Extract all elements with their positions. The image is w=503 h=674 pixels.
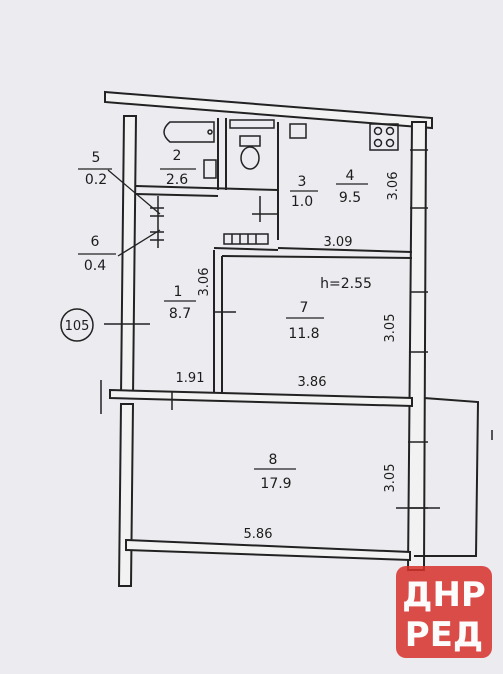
room-2-number: 2: [173, 148, 182, 164]
room-6-number: 6: [91, 234, 100, 250]
wall-bath-bottom-2: [135, 193, 219, 197]
kitchen-sink-icon: [289, 123, 307, 139]
apartment-number: 105: [65, 319, 90, 334]
vent-icon: [223, 233, 269, 245]
dim-kitchen-width: 3.09: [324, 235, 353, 250]
watermark-line1: ДНР: [402, 575, 486, 615]
dim-room8-width: 5.86: [244, 527, 273, 542]
bath-sink-icon: [203, 159, 217, 179]
room-3-number: 3: [298, 174, 307, 190]
dim-corridor-width: 1.91: [176, 371, 205, 386]
room-8-number: 8: [269, 452, 278, 468]
room-3-area: 1.0: [291, 194, 313, 210]
bathtub-drain-icon: [207, 129, 213, 135]
toilet-bowl-icon: [240, 146, 260, 170]
toilet-tank-icon: [239, 135, 261, 147]
room-5-number: 5: [92, 150, 101, 166]
room-8-area: 17.9: [260, 476, 291, 492]
bottom-wall: [125, 538, 411, 562]
wall-corridor-top: [213, 247, 279, 251]
right-wall: [406, 121, 428, 571]
room-5-area: 0.2: [85, 172, 107, 188]
stove-burner-icon: [373, 138, 383, 148]
bathtub-icon: [163, 121, 215, 143]
top-wall: [104, 90, 433, 130]
dim-room8-height: 3.05: [383, 464, 398, 493]
stove-burner-icon: [373, 126, 383, 136]
wc-shelf-icon: [229, 119, 275, 129]
left-wall-lower: [117, 403, 135, 587]
room-4-area: 9.5: [339, 190, 361, 206]
leaders: [78, 168, 196, 257]
wall-room8-top: [109, 388, 413, 408]
room-1-area: 8.7: [169, 306, 191, 322]
watermark-background: [396, 566, 492, 658]
wall-bath-bottom: [135, 185, 279, 191]
wall-kitchen-bottom: [277, 247, 413, 253]
dim-corridor-height: 3.06: [197, 268, 212, 297]
stove-burner-icon: [385, 126, 395, 136]
apartment-number-badge: 105: [60, 308, 94, 342]
wall-room7-top: [221, 255, 413, 259]
room-5-leader: [107, 169, 161, 215]
room-1-number: 1: [174, 284, 183, 300]
stove-burner-icon: [385, 138, 395, 148]
dimension-labels: 3.06 3.06 3.09 3.05 1.91 3.86 3.05 5.86: [176, 172, 401, 542]
dim-room7-height: 3.05: [383, 314, 398, 343]
room-2-area: 2.6: [166, 172, 188, 188]
dim-kitchen-height: 3.06: [386, 172, 401, 201]
fixtures: [100, 119, 493, 509]
stove-icon: [369, 123, 399, 151]
label-underlines: [164, 183, 368, 470]
watermark-logo: ДНР РЕД: [396, 566, 492, 658]
left-wall-upper: [119, 115, 138, 397]
dim-room7-width: 3.86: [298, 375, 327, 390]
interior-walls: [109, 118, 413, 408]
room-7-number: 7: [300, 300, 309, 316]
balcony-outline: [414, 397, 480, 557]
room-labels: 5 0.2 2 2.6 3 1.0 4 9.5 6 0.4 1 8.7 7 11…: [84, 148, 372, 492]
room-6-leader: [117, 229, 161, 257]
room-6-area: 0.4: [84, 258, 106, 274]
room-4-number: 4: [346, 168, 355, 184]
room-7-area: 11.8: [288, 326, 319, 342]
watermark-line2: РЕД: [405, 615, 483, 655]
ceiling-height-label: h=2.55: [320, 276, 372, 292]
apartment-number-circle: [60, 308, 94, 342]
